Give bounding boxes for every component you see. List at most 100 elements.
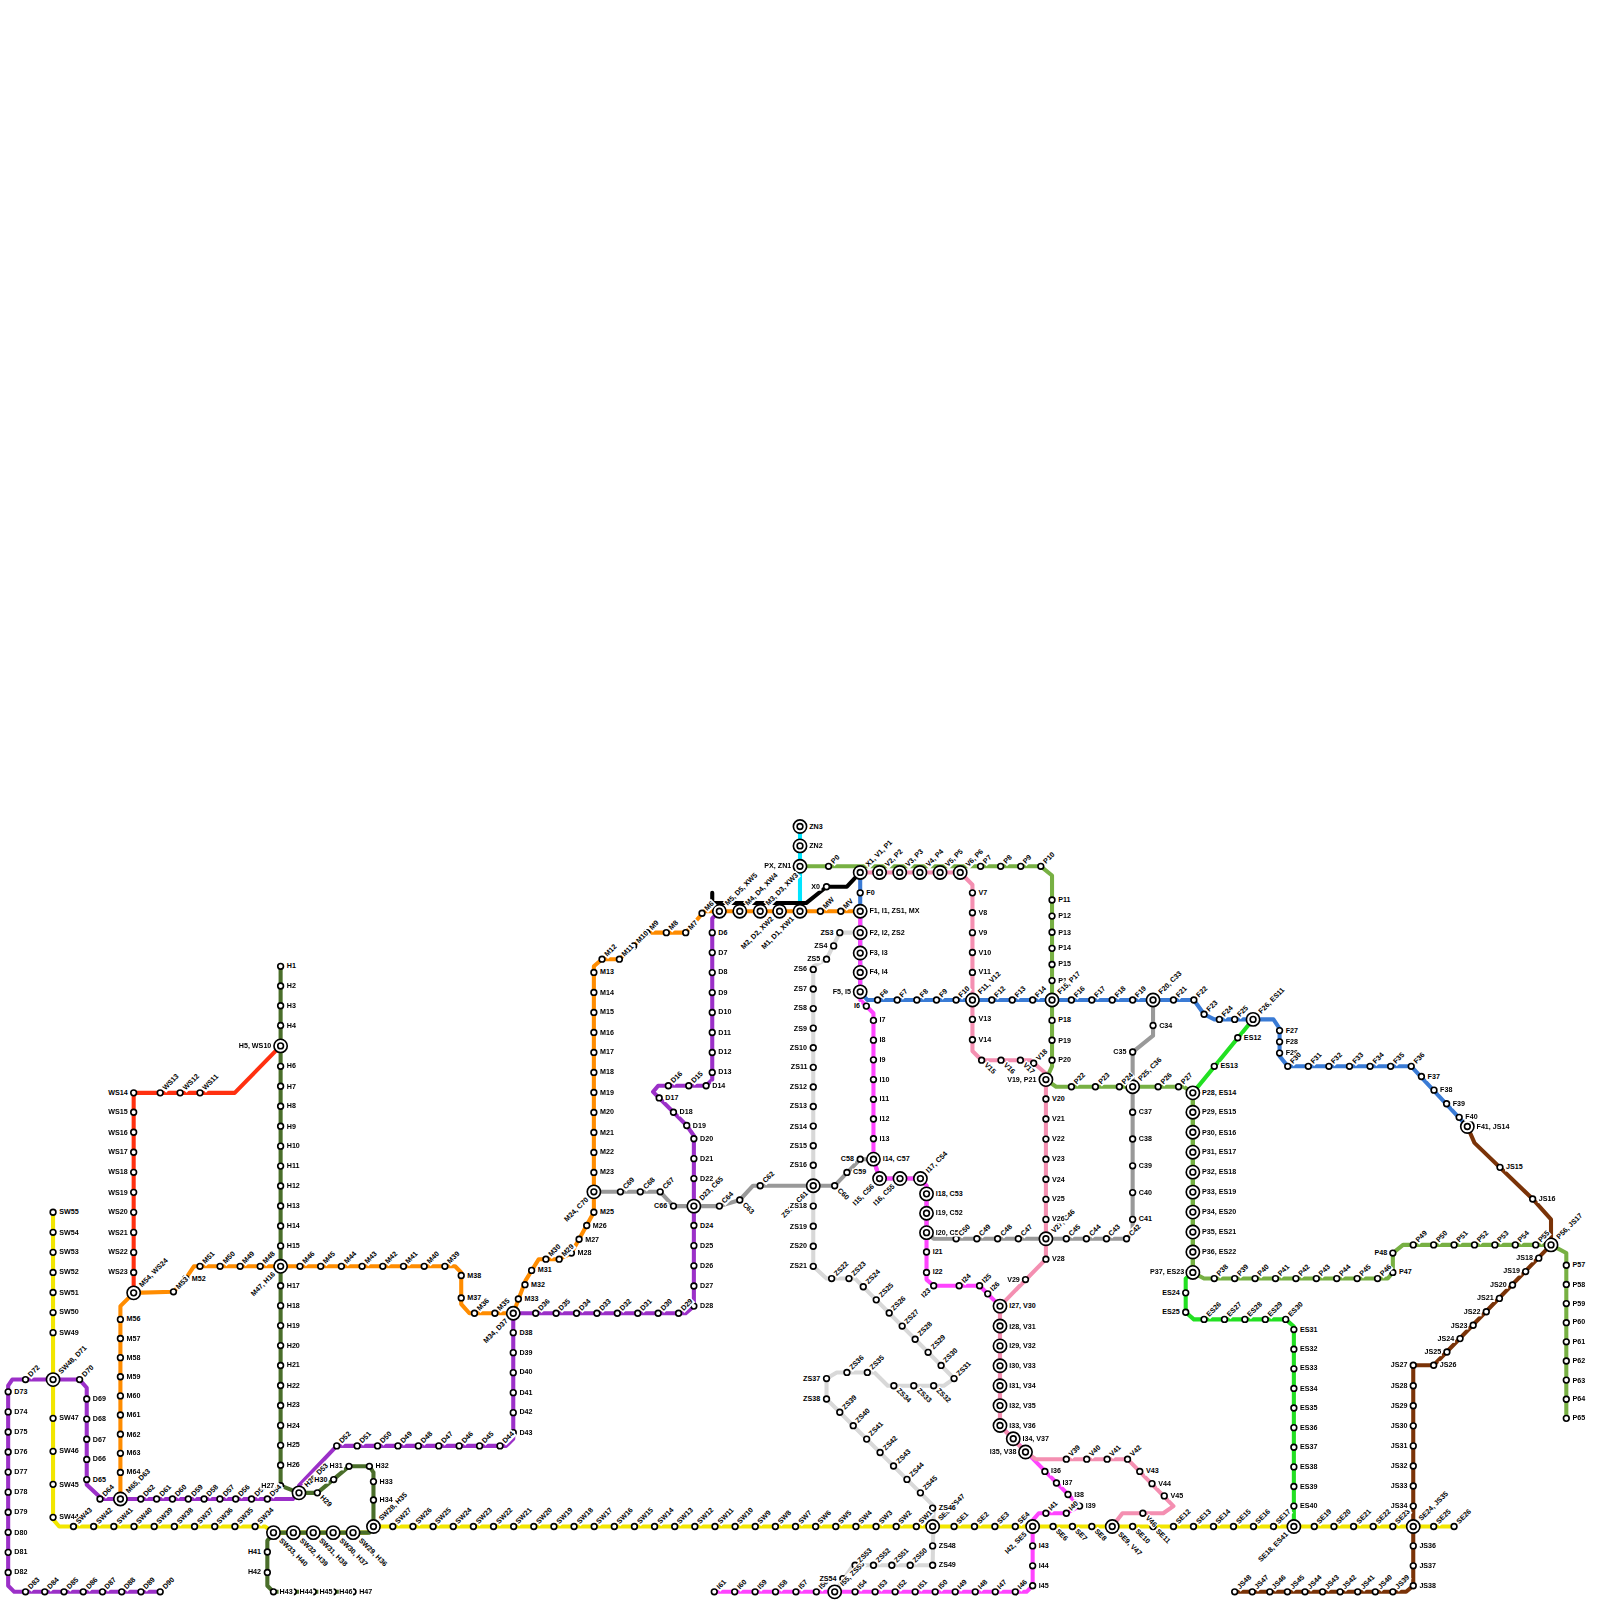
station-label: P49: [1413, 1229, 1429, 1245]
station-label: ZS40: [853, 1406, 872, 1425]
station-dot: [854, 866, 867, 879]
station-dot: [1451, 1242, 1457, 1248]
station-dot: [891, 1383, 897, 1389]
station-label: I12: [879, 1115, 891, 1123]
station-dot: [993, 1359, 1006, 1372]
station-label: C42: [1127, 1222, 1143, 1238]
station-label: M58: [126, 1354, 142, 1362]
station-label: SE13: [1194, 1507, 1214, 1527]
station-label: P48: [1373, 1249, 1388, 1257]
station-dot: [1186, 1086, 1199, 1099]
station-dot: [5, 1570, 11, 1576]
station-label: D30: [658, 1297, 674, 1313]
station-dot: [712, 1524, 718, 1530]
station-label: SW39: [154, 1505, 175, 1526]
station-dot: [1563, 1358, 1569, 1364]
station-dot: [531, 1524, 537, 1530]
station-dot: [118, 1431, 124, 1437]
station-dot: [1291, 1386, 1297, 1392]
station-label: X0: [810, 883, 821, 891]
station-dot: [920, 1187, 933, 1200]
station-dot: [871, 1018, 877, 1024]
station-label: ZS14: [789, 1122, 808, 1130]
station-label: D67: [92, 1435, 107, 1443]
station-dot: [1042, 1469, 1048, 1475]
station-dot: [278, 1263, 284, 1269]
station-dot: [1431, 1242, 1437, 1248]
station-label: C49: [977, 1222, 993, 1238]
station-label: SW13: [675, 1505, 696, 1526]
station-label: ES35: [1299, 1404, 1319, 1412]
station-label: SW2: [896, 1508, 914, 1526]
station-dot: [711, 1589, 717, 1595]
station-dot: [1431, 1524, 1437, 1530]
station-dot: [733, 905, 746, 918]
station-dot: [854, 946, 867, 959]
station-dot: [1457, 1336, 1463, 1342]
station-label: M51: [200, 1249, 217, 1266]
station-dot: [810, 1263, 816, 1269]
station-label: F18: [1112, 984, 1128, 1000]
station-dot: [591, 1189, 597, 1195]
station-label: C44: [1087, 1222, 1103, 1238]
station-dot: [737, 1197, 743, 1203]
station-dot: [395, 1443, 401, 1449]
station-dot: [857, 930, 863, 936]
station-dot: [666, 1083, 672, 1089]
station-dot: [907, 1562, 913, 1568]
station-dot: [1130, 1163, 1136, 1169]
station-dot: [491, 1524, 497, 1530]
station-label: D87: [103, 1575, 119, 1591]
station-label: JS28: [1390, 1382, 1409, 1390]
station-dot: [131, 1169, 137, 1175]
station-label: ZS10: [789, 1044, 808, 1052]
station-dot: [892, 1589, 898, 1595]
station-dot: [350, 1530, 356, 1536]
station-label: H24: [286, 1421, 301, 1429]
station-dot: [371, 1479, 377, 1485]
station-dot: [810, 1084, 816, 1090]
station-dot: [1043, 1196, 1049, 1202]
station-label: JS32: [1390, 1462, 1409, 1470]
station-dot: [893, 1524, 899, 1530]
station-dot: [471, 1524, 477, 1530]
station-dot: [1043, 1136, 1049, 1142]
station-dot: [1130, 997, 1136, 1003]
station-dot: [857, 970, 863, 976]
station-dot: [810, 1223, 816, 1229]
magenta-line: [714, 911, 1079, 1592]
station-dot: [877, 870, 883, 876]
station-dot: [1190, 1149, 1196, 1155]
station-dot: [510, 1310, 516, 1316]
station-label: D8: [717, 969, 728, 977]
station-dot: [683, 930, 689, 936]
station-label: WS18: [107, 1168, 128, 1176]
station-label: M26: [592, 1221, 608, 1229]
station-label: I34, V37: [1021, 1435, 1050, 1443]
station-dot: [831, 943, 837, 949]
station-dot: [1183, 1290, 1189, 1296]
station-label: D89: [141, 1575, 157, 1591]
station-label: JS33: [1390, 1482, 1409, 1490]
station-label: D35: [556, 1297, 572, 1313]
station-label: P13: [1057, 928, 1072, 936]
station-label: D40: [518, 1369, 533, 1377]
station-dot: [1410, 1503, 1416, 1509]
station-dot: [50, 1270, 56, 1276]
p-line: [800, 866, 1566, 1418]
station-dot: [1049, 1018, 1055, 1024]
station-label: I29, V32: [1008, 1342, 1037, 1350]
station-dot: [954, 866, 967, 879]
station-dot: [1038, 863, 1044, 869]
station-dot: [296, 1490, 302, 1496]
station-dot: [737, 908, 743, 914]
station-label: SW6: [816, 1508, 834, 1526]
station-dot: [1012, 1524, 1018, 1530]
station-dot: [1117, 1084, 1123, 1090]
yellow-line: [53, 1212, 1454, 1532]
station-label: I9: [879, 1056, 887, 1064]
station-label: SW8: [776, 1508, 794, 1526]
station-dot: [1186, 1166, 1199, 1179]
station-label: M39: [445, 1249, 462, 1266]
